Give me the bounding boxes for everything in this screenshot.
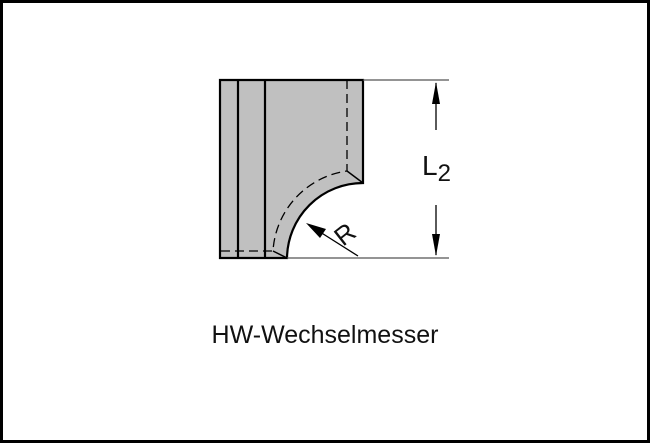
- chamfer-top: [346, 170, 364, 184]
- radius-label: R: [328, 217, 361, 252]
- knife-body: [218, 78, 365, 260]
- dimension-label-l2: L2: [422, 150, 451, 187]
- arrow-up-icon: [432, 82, 440, 104]
- knife-drawing: L2 R: [218, 78, 451, 260]
- hidden-edge: [220, 80, 348, 252]
- radius-arrow-icon: [306, 223, 326, 238]
- caption: HW-Wechselmesser: [211, 321, 439, 349]
- chamfer-bottom: [272, 250, 288, 259]
- arrow-down-icon: [432, 234, 440, 256]
